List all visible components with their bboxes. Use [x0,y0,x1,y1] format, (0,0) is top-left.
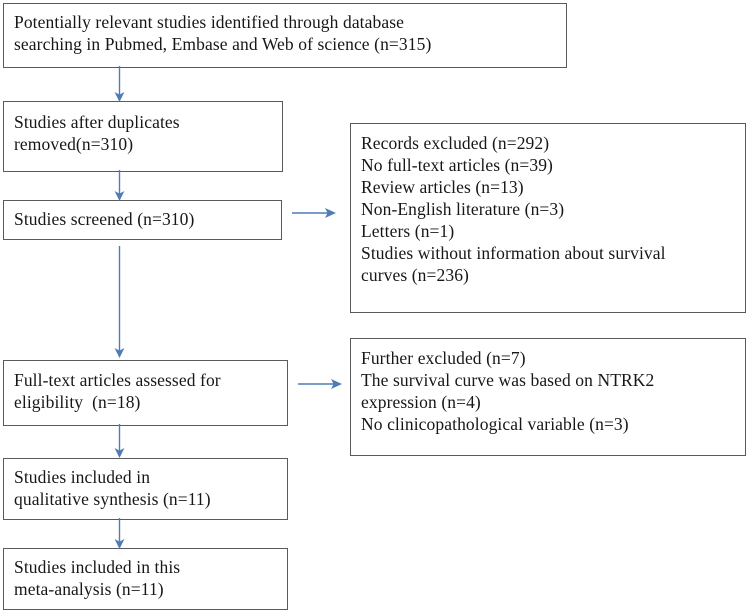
node-line: curves (n=236) [361,265,469,286]
node-line: Studies after duplicates [14,112,180,132]
node-line: searching in Pubmed, Embase and Web of s… [14,34,432,55]
node-line: Studies included in this [14,557,181,577]
node-line: Studies included in [14,467,151,487]
arrow-fulltext-to-qualitative [106,424,134,460]
node-line: No clinicopathological variable (n=3) [361,414,629,435]
node-line: Non-English literature (n=3) [361,199,565,220]
node-studies-screened: Studies screened (n=310) [3,200,282,240]
node-line: Letters (n=1) [361,221,455,242]
node-line: Review articles (n=13) [361,177,524,198]
arrow-duplicates-to-screened [106,170,134,203]
node-line: Studies without information about surviv… [361,243,666,264]
node-line: expression (n=4) [361,392,481,413]
node-line: Records excluded (n=292) [361,133,550,153]
node-line: removed(n=310) [14,134,134,155]
node-included-meta-analysis: Studies included in this meta-analysis (… [3,548,288,610]
arrow-screened-to-fulltext [106,246,134,360]
node-line: Potentially relevant studies identified … [14,12,405,32]
node-line: qualitative synthesis (n=11) [14,489,211,510]
node-line: Studies screened (n=310) [14,209,195,229]
arrow-qualitative-to-meta [106,518,134,551]
node-line: Further excluded (n=7) [361,348,526,368]
node-records-excluded: Records excluded (n=292) No full-text ar… [350,123,746,313]
node-included-qualitative-synthesis: Studies included in qualitative synthesi… [3,458,288,520]
node-line: meta-analysis (n=11) [14,579,164,600]
node-further-excluded: Further excluded (n=7) The survival curv… [350,338,746,456]
arrow-identified-to-duplicates [106,66,134,104]
node-line: Full-text articles assessed for [14,370,221,390]
arrow-fulltext-to-further [298,374,344,394]
node-line: No full-text articles (n=39) [361,155,553,176]
node-line: eligibility (n=18) [14,392,141,413]
node-full-text-assessed: Full-text articles assessed for eligibil… [3,360,288,426]
node-line: The survival curve was based on NTRK2 [361,370,655,391]
node-studies-after-duplicates: Studies after duplicates removed(n=310) [3,101,283,172]
node-records-identified: Potentially relevant studies identified … [3,3,567,68]
arrow-screened-to-excluded [292,203,338,223]
